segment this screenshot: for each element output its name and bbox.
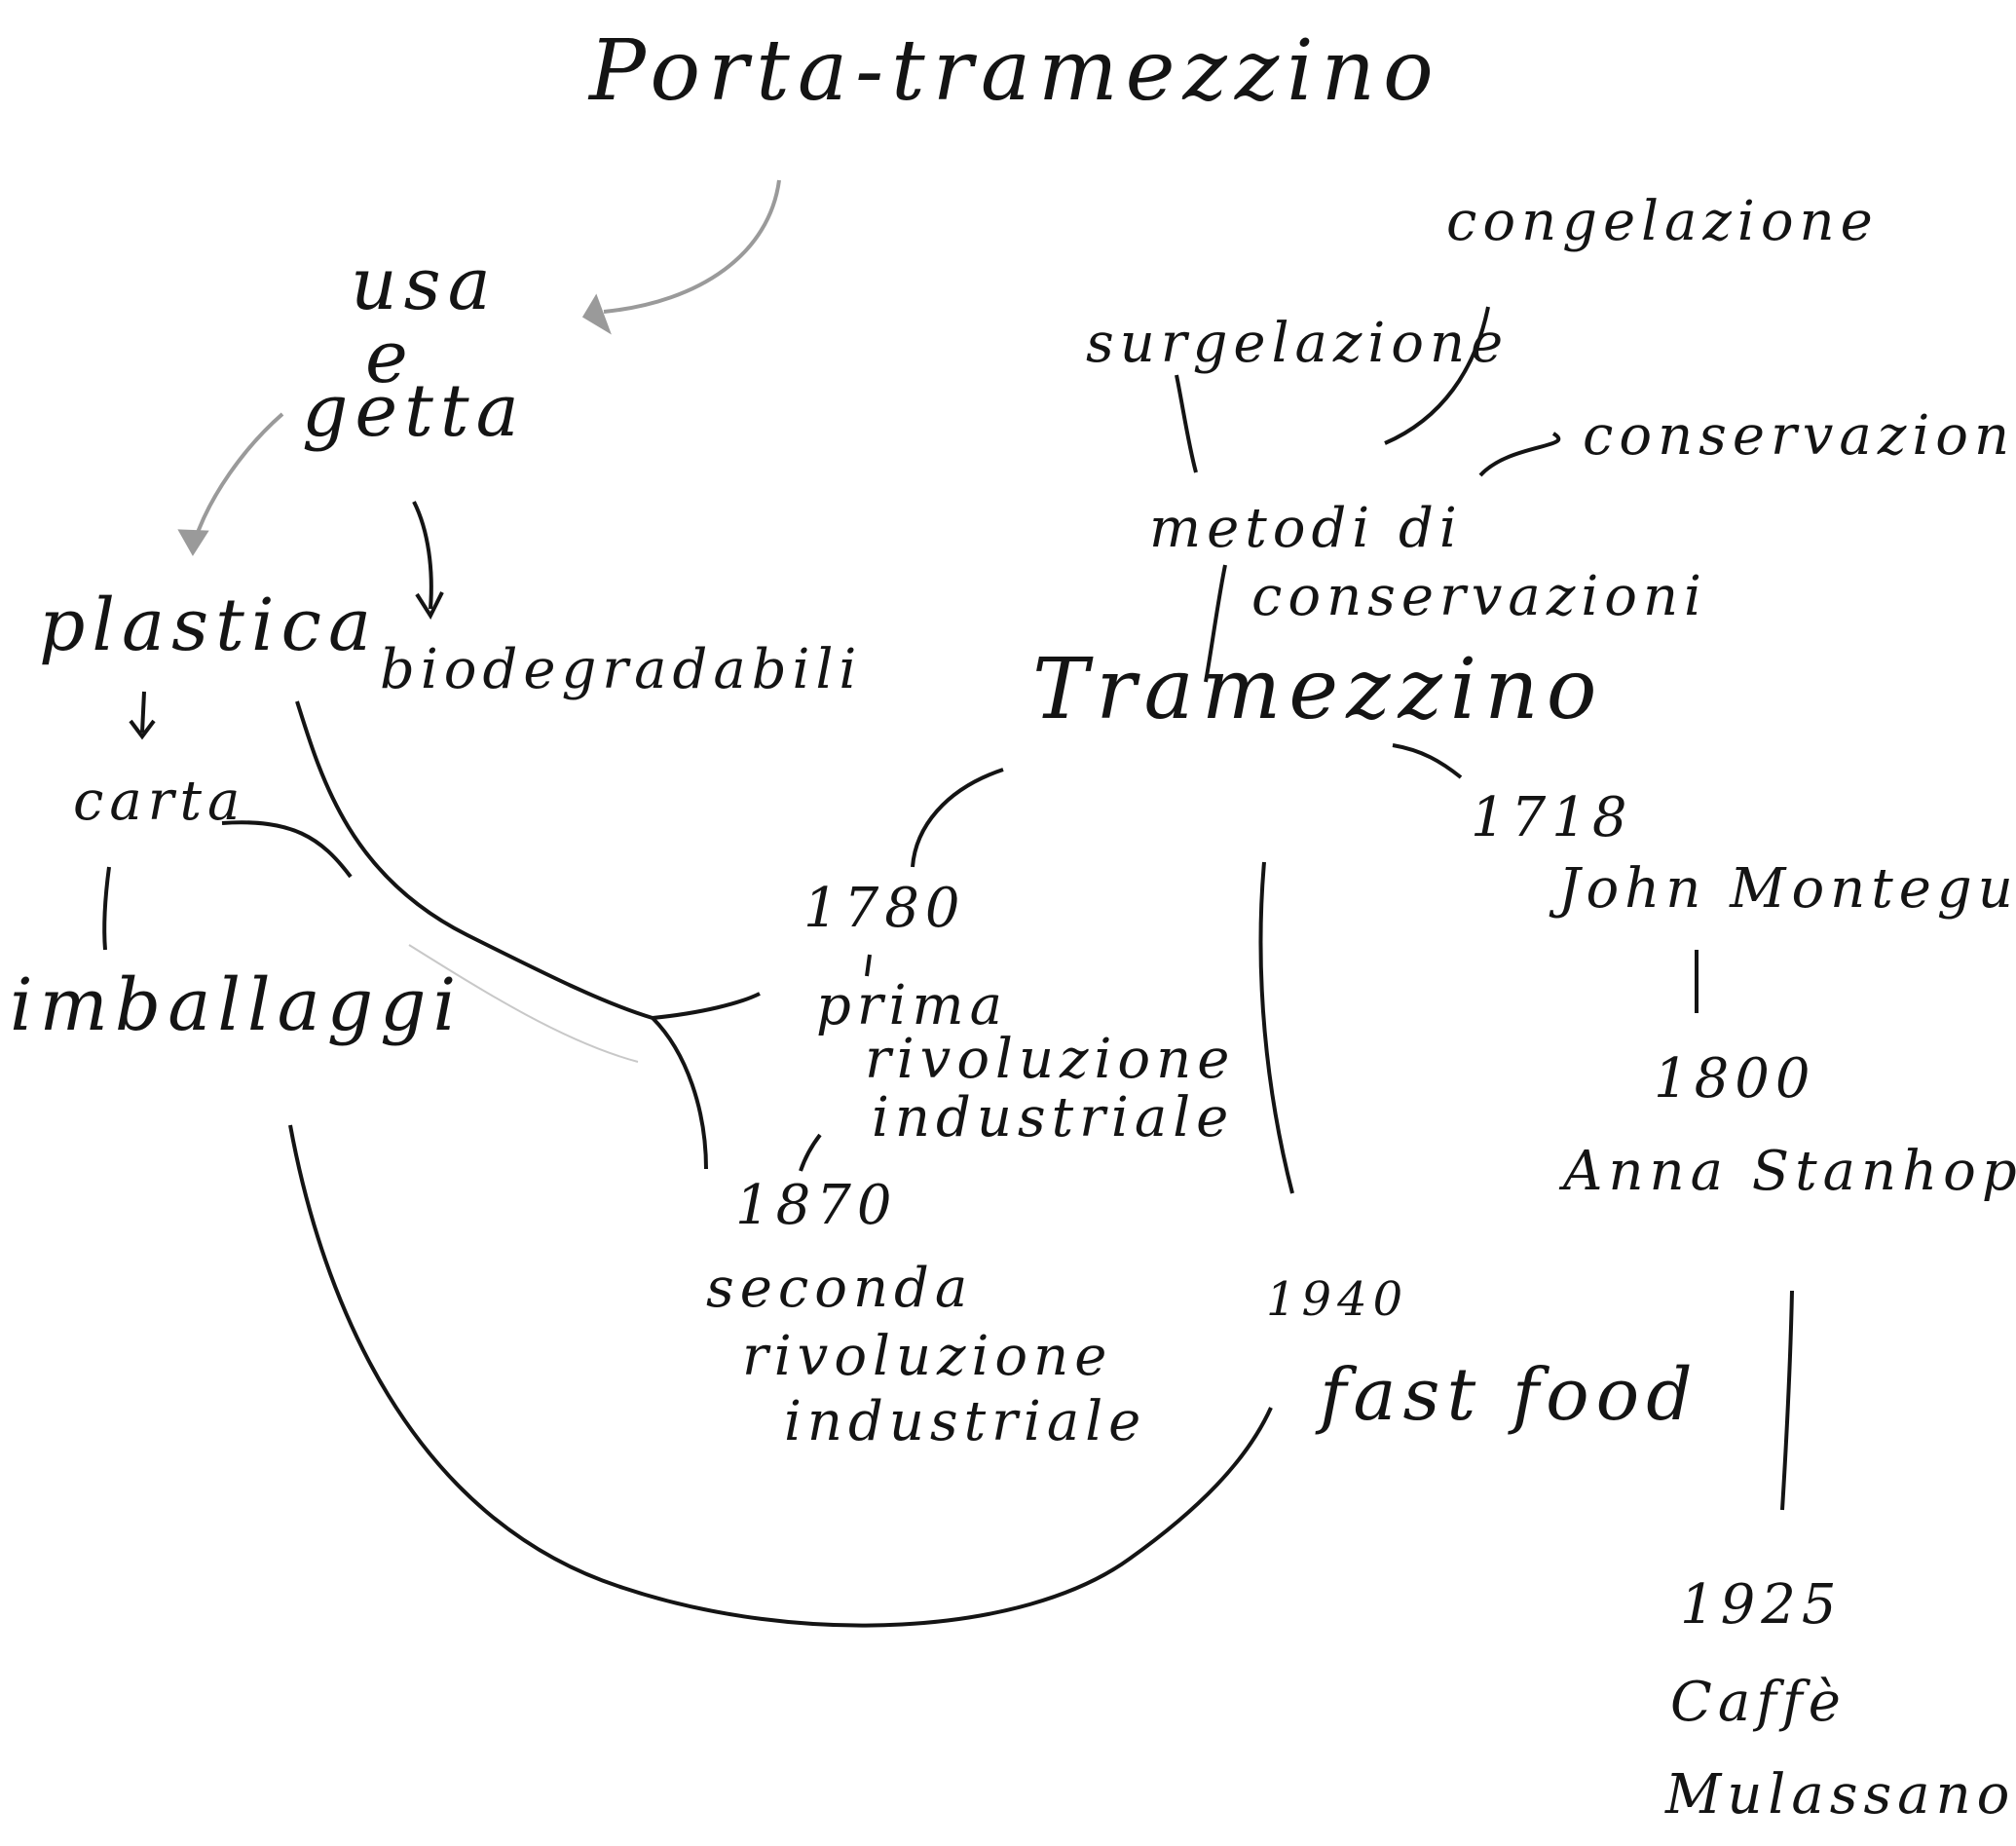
node-seconda-line1: seconda [706,1257,974,1320]
arrowhead-plastica-to-carta [129,719,156,740]
node-congelazione: congelazione [1446,190,1879,253]
node-year-1800: 1800 [1654,1047,1816,1111]
node-getta: getta [302,369,526,453]
node-year-1925: 1925 [1680,1573,1843,1637]
faint-pencil-line [408,944,639,1063]
line-metodi-to-conservazione [1478,432,1561,477]
node-prima-line1: prima [816,974,1009,1037]
arrowhead-getta-to-biodegradabili [415,591,444,621]
node-seconda-line2: rivoluzione [742,1325,1113,1388]
line-tramezzino-to-1940 [1258,861,1294,1194]
arrow-getta-to-biodegradabili [412,501,433,610]
node-plastica: plastica [39,584,379,667]
node-metodi-line2: conservazioni [1251,565,1707,628]
node-mulassano: Mulassano [1665,1763,2016,1827]
node-john-montegu: John Montegu [1558,857,2016,921]
line-metodi-to-surgelazione [1175,374,1198,473]
arrow-title-to-usa [603,179,781,314]
arrowhead-getta-to-plastica [177,529,209,556]
node-fast-food: fast food [1320,1353,1699,1437]
arrow-plastica-to-carta [140,691,146,734]
line-prima-to-1870 [799,1133,822,1172]
line-tramezzino-to-metodi [1204,564,1227,683]
node-conservazione: conservazione [1583,404,2016,468]
node-usa: usa [351,243,498,326]
line-tramezzino-to-1718 [1392,743,1463,779]
line-plastica-to-junction [295,700,653,1020]
node-porta-tramezzino: Porta-tramezzino [589,22,1441,120]
node-year-1780: 1780 [803,877,966,940]
node-seconda-line3: industriale [784,1390,1147,1453]
line-tramezzino-to-1780 [911,768,1004,868]
node-biodegradabili: biodegradabili [380,638,863,701]
node-year-1718: 1718 [1471,786,1633,849]
node-prima-line2: rivoluzione [865,1028,1236,1091]
line-carta-to-imballaggi [102,866,111,951]
line-anna-to-1925 [1780,1290,1794,1511]
node-imballaggi: imballaggi [10,963,464,1047]
node-year-1870: 1870 [735,1174,898,1237]
node-surgelazione: surgelazione [1086,312,1510,375]
node-caffe: Caffè [1670,1671,1847,1734]
arrow-getta-to-plastica [193,412,284,542]
node-prima-line3: industriale [872,1086,1235,1149]
node-e: e [365,316,415,399]
node-tramezzino: Tramezzino [1032,641,1605,738]
line-1780-to-junction [652,992,761,1020]
node-anna-stanhope: Anna Stanhope [1563,1140,2016,1203]
line-imballaggi-to-fast-food [288,1124,1273,1628]
line-metodi-to-congelazione [1384,306,1490,445]
line-1780-to-prima [865,954,872,977]
line-carta-to-junction [221,820,353,879]
node-metodi-line1: metodi di [1149,497,1463,560]
node-carta: carta [73,770,246,833]
line-junction-to-1870 [651,1016,708,1170]
arrowhead-title-to-usa [581,293,612,335]
node-year-1940: 1940 [1266,1272,1409,1327]
